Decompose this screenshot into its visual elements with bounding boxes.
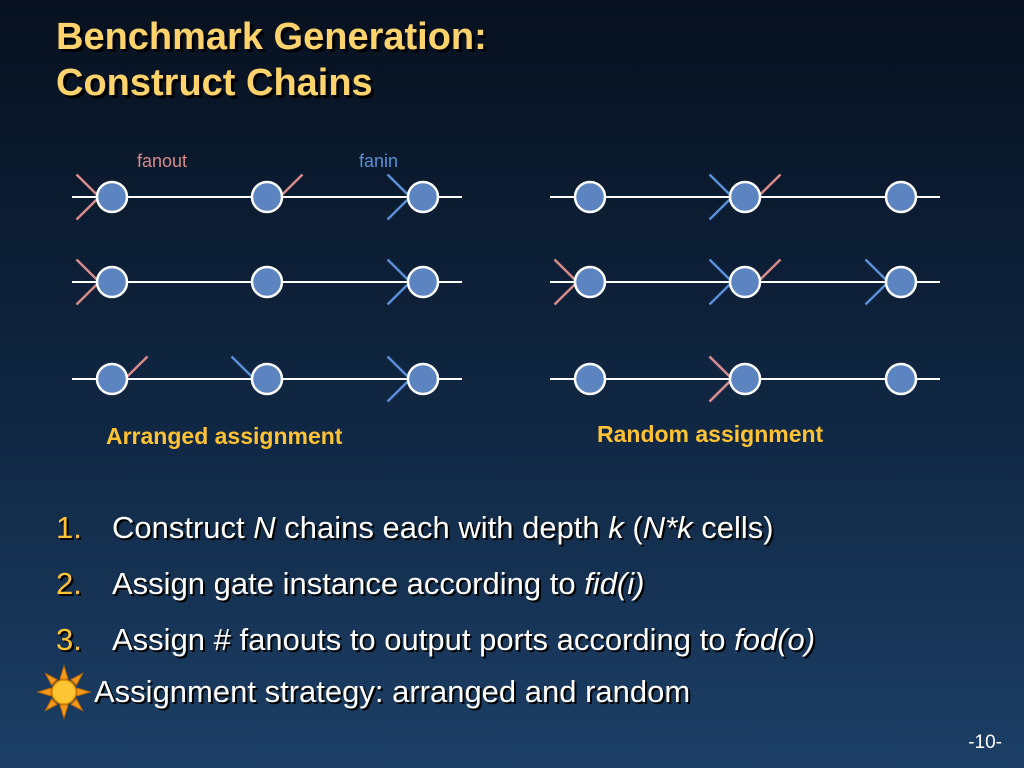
fanin-edge — [708, 196, 734, 221]
chain-node — [250, 362, 284, 396]
fanin-edge — [864, 281, 890, 306]
sun-icon — [36, 664, 92, 720]
chain-node — [95, 180, 129, 214]
chain-node — [728, 362, 762, 396]
chain-node — [406, 180, 440, 214]
slide-title-line1: Benchmark Generation: — [56, 16, 487, 58]
caption-random: Random assignment — [597, 421, 824, 447]
chain-node — [95, 265, 129, 299]
fanout-edge — [553, 281, 579, 306]
slide-title-line2: Construct Chains — [56, 62, 373, 104]
step-item: 2. Assign gate instance according to fid(… — [56, 556, 815, 612]
chain-node — [884, 265, 918, 299]
chain-node — [573, 362, 607, 396]
chain-node — [95, 362, 129, 396]
fanin-edge — [386, 281, 412, 306]
fanin-edge — [708, 258, 734, 283]
strategy-text: Assignment strategy: arranged and random — [94, 674, 691, 709]
fanout-edge — [75, 173, 101, 198]
step-text: Construct N chains each with depth k (N*… — [112, 510, 774, 545]
fanout-edge — [75, 258, 101, 283]
fanout-edge — [756, 258, 782, 283]
fanout-edge — [708, 378, 734, 403]
chain-node — [406, 265, 440, 299]
step-number: 3. — [56, 622, 82, 657]
fanin-edge — [386, 355, 412, 380]
fanout-edge — [75, 196, 101, 221]
chain-node — [573, 265, 607, 299]
caption-arranged: Arranged assignment — [106, 423, 343, 449]
chain-node — [728, 265, 762, 299]
fanout-edge — [75, 281, 101, 306]
fanin-edge — [864, 258, 890, 283]
fanin-edge — [708, 281, 734, 306]
step-item: 3. Assign # fanouts to output ports accor… — [56, 612, 815, 668]
slide-title: Benchmark Generation: Construct Chains — [56, 14, 487, 106]
legend-fanin: fanin — [359, 151, 398, 171]
fanin-edge — [230, 355, 256, 380]
step-number: 2. — [56, 566, 82, 601]
fanin-edge — [386, 378, 412, 403]
fanout-edge — [708, 355, 734, 380]
step-number: 1. — [56, 510, 82, 545]
fanin-edge — [708, 173, 734, 198]
chain-node — [884, 180, 918, 214]
chain-diagram: fanout fanin — [72, 151, 940, 403]
step-item: 1. Construct N chains each with depth k (… — [56, 500, 815, 556]
chain-node — [406, 362, 440, 396]
page-number: -10- — [968, 732, 1002, 753]
fanout-edge — [756, 173, 782, 198]
fanin-edge — [386, 173, 412, 198]
fanout-edge — [123, 355, 149, 380]
chains-group — [72, 173, 940, 403]
fanout-edge — [553, 258, 579, 283]
fanout-edge — [278, 173, 304, 198]
strategy-line: Assignment strategy: arranged and random — [36, 664, 690, 720]
chain-node — [884, 362, 918, 396]
chain-node — [573, 180, 607, 214]
chain-node — [250, 265, 284, 299]
legend-fanout: fanout — [137, 151, 187, 171]
chain-node — [728, 180, 762, 214]
step-text: Assign # fanouts to output ports accordi… — [112, 622, 816, 657]
fanin-edge — [386, 196, 412, 221]
chain-node — [250, 180, 284, 214]
steps-list: 1. Construct N chains each with depth k (… — [56, 500, 815, 668]
fanin-edge — [386, 258, 412, 283]
step-text: Assign gate instance according to fid(i) — [112, 566, 645, 601]
